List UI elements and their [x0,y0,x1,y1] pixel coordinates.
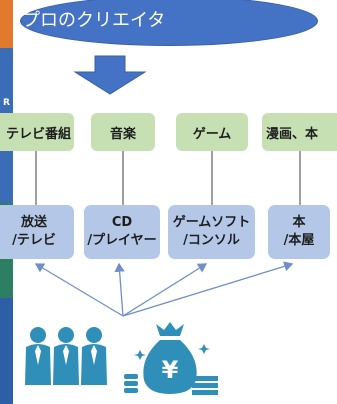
people-group-icon [25,327,107,385]
media-box-broadcast: 放送 /テレビ [0,205,74,259]
money-bag-yen-icon: ¥ [124,322,218,395]
media-label-gamesoft: ゲームソフト /コンソル [172,215,251,248]
svg-text:¥: ¥ [162,356,179,384]
media-box-book: 本 /本屋 [268,205,330,259]
category-label-manga: 漫画、本 [266,126,319,142]
media-label-book: 本 /本屋 [283,215,315,248]
media-label-broadcast: 放送 /テレビ [12,215,56,248]
header-ellipse [20,0,318,46]
category-box-music: 音楽 [91,113,155,151]
category-label-music: 音楽 [109,126,136,142]
category-label-tv: テレビ番組 [5,126,71,142]
category-box-game: ゲーム [176,113,248,151]
category-label-game: ゲーム [192,126,232,142]
media-box-cd: CD /プレイヤー [84,205,160,259]
fan-arrow-4 [122,261,294,317]
fan-arrow-3 [122,263,208,317]
header-title: プロのクリエイター [22,10,166,53]
category-box-manga: 漫画、本 [262,113,337,151]
fan-arrow-1 [34,263,124,317]
down-arrow [73,55,147,95]
strip-blue-bottom [0,298,13,404]
fan-arrow-2 [114,262,125,317]
media-label-cd: CD /プレイヤー [87,215,157,248]
strip-char-r: R [3,98,10,108]
strip-orange [0,0,13,48]
media-box-gamesoft: ゲームソフト /コンソル [168,205,255,259]
category-box-tv: テレビ番組 [0,113,74,151]
